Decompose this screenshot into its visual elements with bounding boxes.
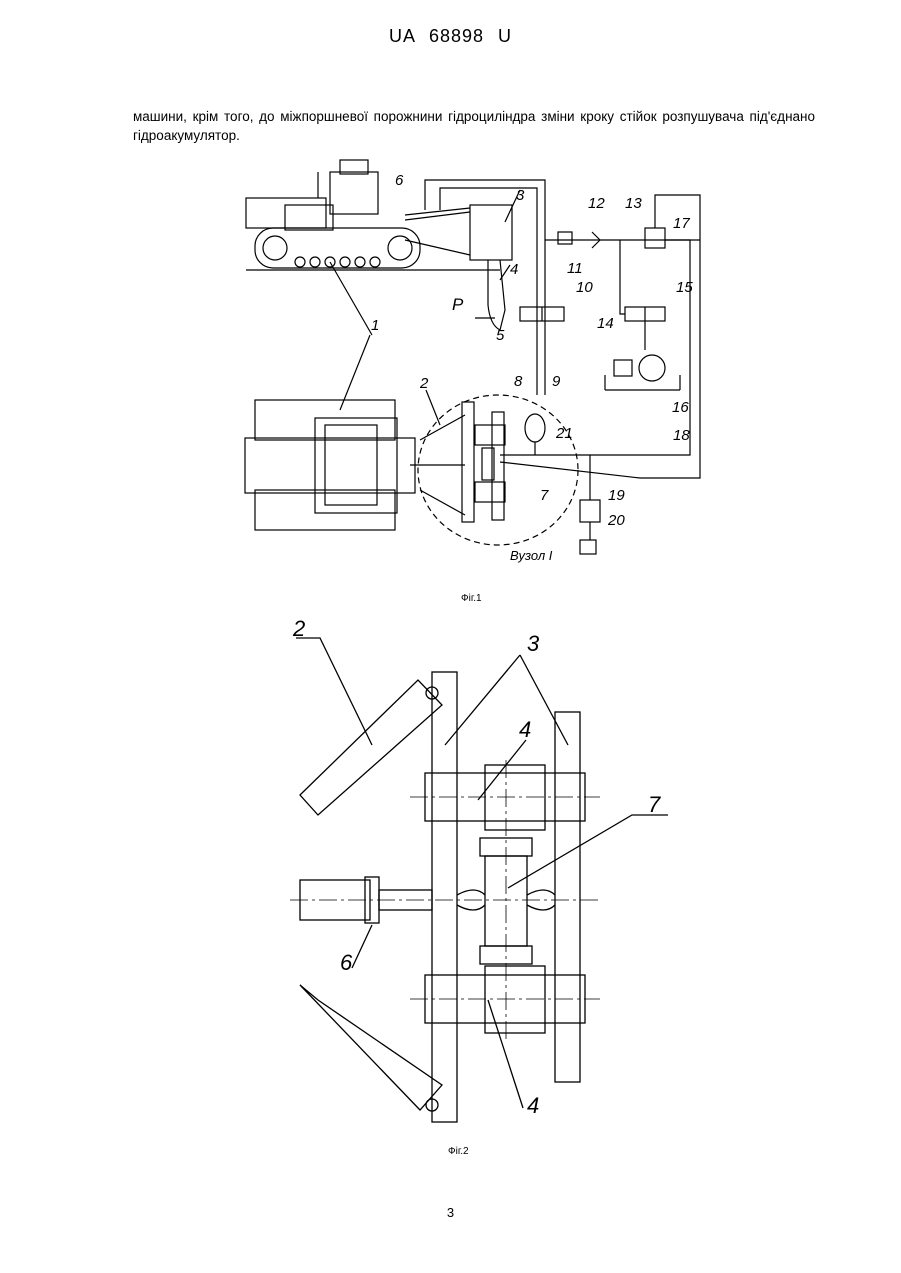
- fig2-label-3: 3: [527, 631, 540, 656]
- fig2-label-4-bottom: 4: [527, 1093, 539, 1118]
- figure-2-caption: Фіг.2: [448, 1146, 469, 1157]
- fig2-label-4-top: 4: [519, 717, 531, 742]
- fig2-label-6: 6: [340, 950, 353, 975]
- page-number: 3: [0, 1205, 901, 1220]
- fig2-label-2: 2: [292, 616, 305, 641]
- fig2-label-7: 7: [648, 792, 661, 817]
